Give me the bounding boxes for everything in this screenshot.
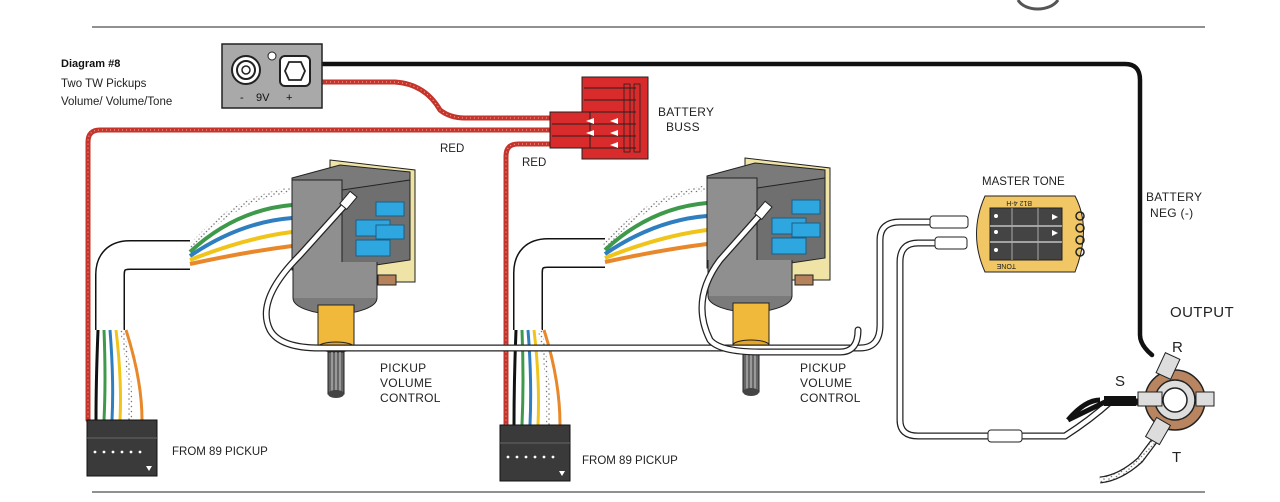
tone-pcb-top-label: B12 4-H xyxy=(1006,199,1032,206)
battery-buss-label-2: BUSS xyxy=(666,120,700,134)
jack-t-label: T xyxy=(1172,449,1182,466)
battery-buss xyxy=(549,76,649,160)
pickup-1-connector[interactable] xyxy=(86,419,158,477)
pickup-1-harness xyxy=(94,187,293,421)
pickup-volume-2-line2: VOLUME xyxy=(800,376,852,390)
diagram-subtitle-1: Two TW Pickups xyxy=(61,78,147,90)
pickup-2-harness xyxy=(512,185,708,426)
pickup-volume-1-line3: CONTROL xyxy=(380,391,441,405)
jack-s-label: S xyxy=(1115,373,1125,390)
pickup-volume-2-line3: CONTROL xyxy=(800,391,861,405)
from-pickup-1-label: FROM 89 PICKUP xyxy=(172,446,268,458)
from-pickup-2-label: FROM 89 PICKUP xyxy=(582,455,678,467)
battery-buss-label-1: BATTERY xyxy=(658,105,714,119)
battery-minus: - xyxy=(240,92,244,104)
output-label: OUTPUT xyxy=(1170,304,1234,321)
red-label-1: RED xyxy=(440,143,464,155)
diagram-subtitle-2: Volume/ Volume/Tone xyxy=(61,96,172,108)
output-jack[interactable] xyxy=(1066,351,1215,484)
pickup-volume-1-line1: PICKUP xyxy=(380,361,426,375)
battery-voltage: 9V xyxy=(256,92,270,104)
battery-neg-wire xyxy=(319,61,1155,358)
battery-9v: - 9V + xyxy=(221,43,323,109)
master-tone-pcb[interactable]: B12 4-H TONE xyxy=(976,195,1085,273)
master-tone-label: MASTER TONE xyxy=(982,176,1065,188)
battery-neg-label-1: BATTERY xyxy=(1146,190,1202,204)
tone-pcb-bottom-label: TONE xyxy=(996,262,1016,269)
pickup-volume-2-line1: PICKUP xyxy=(800,361,846,375)
battery-neg-label-2: NEG (-) xyxy=(1150,206,1193,220)
corner-arc xyxy=(1016,0,1060,11)
pickup-2-connector[interactable] xyxy=(499,424,571,482)
diagram-number: Diagram #8 xyxy=(61,58,120,70)
jack-r-label: R xyxy=(1172,339,1183,356)
pickup-volume-1-line2: VOLUME xyxy=(380,376,432,390)
pot-connectors xyxy=(339,190,1023,443)
red-wire-battery-to-buss xyxy=(319,79,558,121)
red-label-2: RED xyxy=(522,157,546,169)
battery-plus: + xyxy=(286,92,292,104)
